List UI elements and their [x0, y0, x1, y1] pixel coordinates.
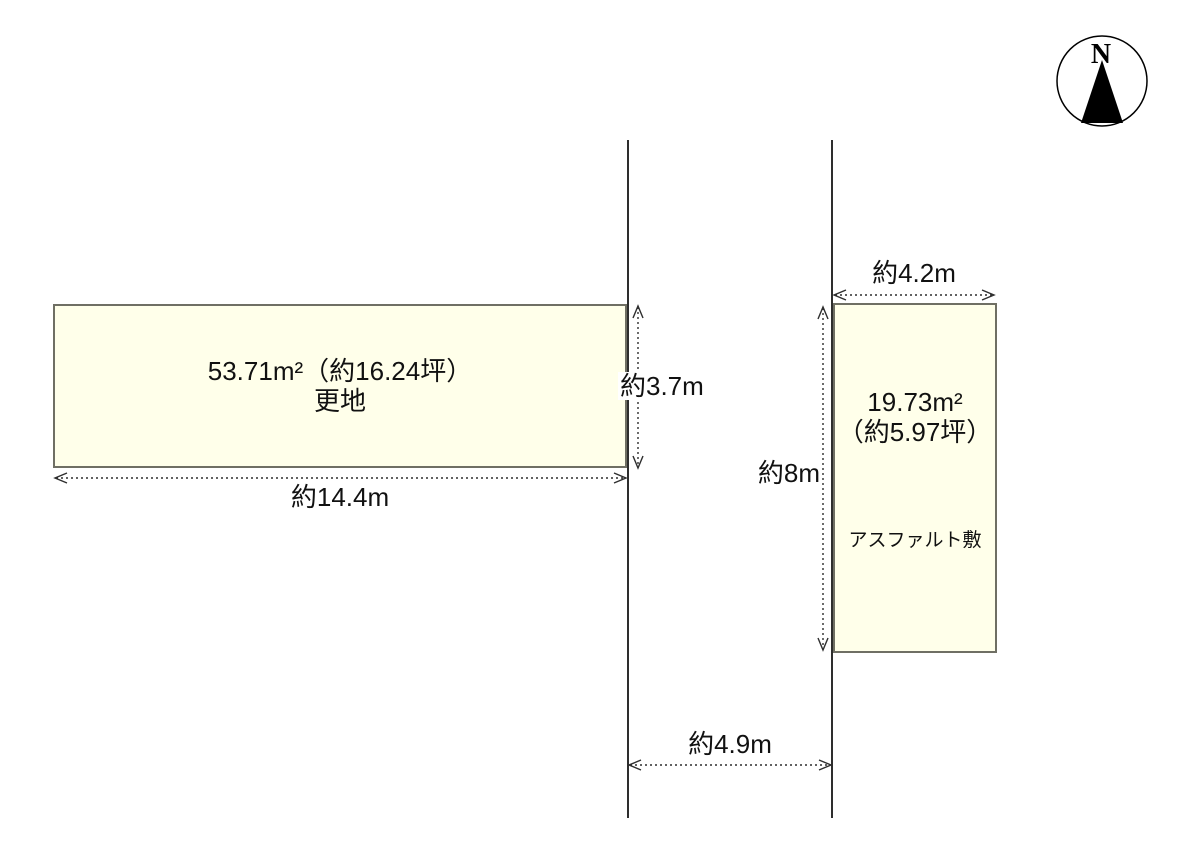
parcel-right-area-label-line1: 19.73m² — [867, 387, 963, 417]
parcel-right-area-block: 19.73m² （約5.97坪） — [835, 387, 995, 447]
parcel-left-status-label: 更地 — [313, 386, 366, 416]
north-compass: N — [1056, 35, 1148, 127]
dim-arrow-parcel-right-width — [832, 289, 996, 301]
dim-label-parcel-left-depth: 約3.7m — [618, 371, 706, 401]
parcel-right: 19.73m² （約5.97坪） アスファルト敷 — [833, 303, 997, 653]
parcel-left: 53.71m²（約16.24坪） 更地 — [53, 304, 627, 468]
dim-label-parcel-right-depth: 約8m — [740, 459, 820, 487]
compass-label: N — [1091, 39, 1111, 70]
dim-label-parcel-right-width: 約4.2m — [872, 258, 956, 288]
dim-arrow-road-width — [627, 759, 833, 771]
north-arrow-icon — [1081, 60, 1123, 123]
parcel-left-area-label: 53.71m²（約16.24坪） — [207, 356, 473, 386]
dim-arrow-parcel-right-depth — [817, 305, 829, 652]
dim-label-parcel-left-width: 約14.4m — [290, 482, 390, 512]
dim-arrow-parcel-left-width — [53, 472, 628, 484]
parcel-right-surface-label: アスファルト敷 — [848, 530, 982, 551]
dim-label-road-width: 約4.9m — [688, 729, 772, 759]
parcel-right-area-label-line2: （約5.97坪） — [837, 417, 993, 447]
